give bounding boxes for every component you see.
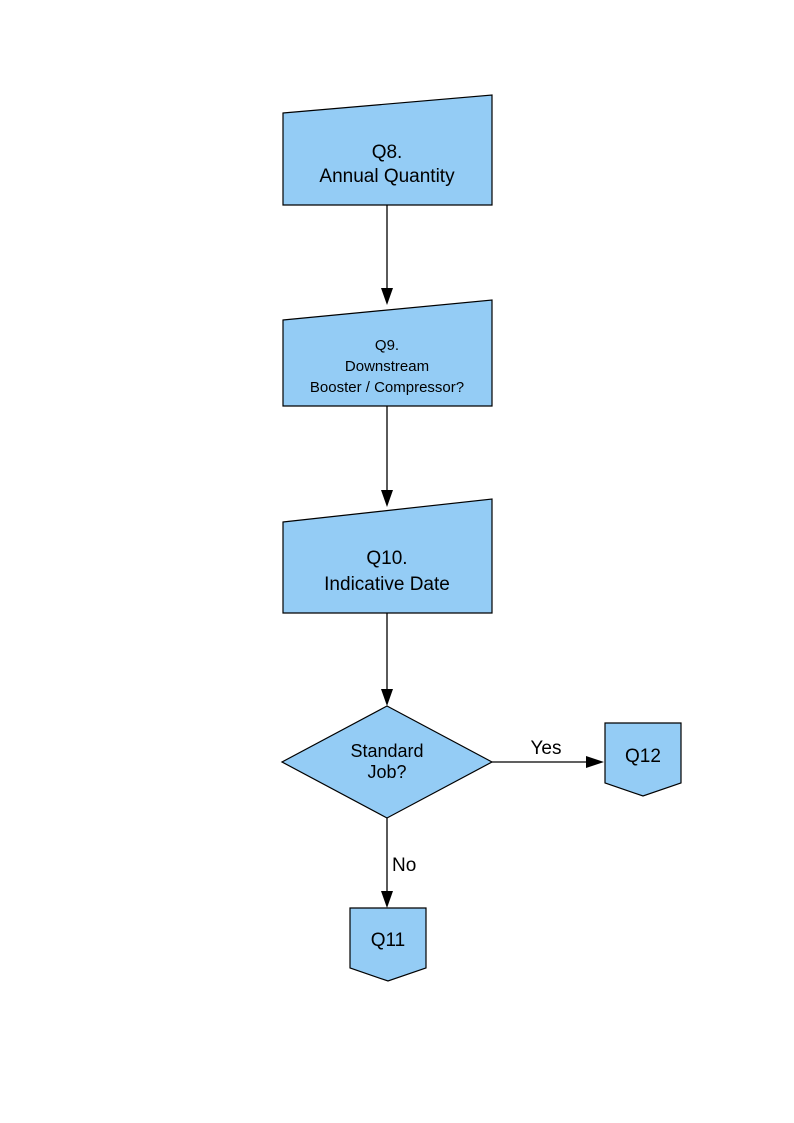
node-decision-line1: Standard	[350, 741, 423, 761]
node-decision-standard-job[interactable]: Standard Job?	[280, 705, 494, 819]
edge-label-yes: Yes	[531, 738, 562, 759]
node-q9-line3: Booster / Compressor?	[310, 379, 464, 396]
node-q11[interactable]: Q11	[349, 907, 427, 982]
edge-q10-to-decision-arrowhead	[381, 689, 393, 706]
edge-decision-to-q12: Yes	[492, 738, 604, 768]
edge-label-no: No	[392, 855, 416, 876]
edge-q8-to-q9-arrowhead	[381, 288, 393, 305]
node-q11-label: Q11	[371, 930, 406, 951]
node-q10-line2: Indicative Date	[324, 574, 450, 595]
edge-decision-to-q12-arrowhead	[586, 756, 604, 768]
node-q12-label: Q12	[625, 746, 661, 767]
node-q9-line2: Downstream	[345, 358, 429, 375]
node-q10-shape[interactable]	[282, 498, 493, 614]
node-q12[interactable]: Q12	[604, 722, 682, 797]
node-q9[interactable]: Q9. Downstream Booster / Compressor?	[282, 299, 493, 407]
edge-decision-to-q11: No	[381, 818, 416, 908]
node-q9-line1: Q9.	[375, 337, 399, 354]
edge-q9-to-q10	[381, 406, 393, 507]
node-q8[interactable]: Q8. Annual Quantity	[282, 94, 493, 206]
node-q10[interactable]: Q10. Indicative Date	[282, 498, 493, 614]
node-q8-shape[interactable]	[282, 94, 493, 206]
edge-q9-to-q10-arrowhead	[381, 490, 393, 507]
node-q11-shape[interactable]	[349, 907, 427, 982]
node-q8-line2: Annual Quantity	[319, 166, 455, 187]
edge-q8-to-q9	[381, 205, 393, 305]
node-q9-shape[interactable]	[282, 299, 493, 407]
edge-q10-to-decision	[381, 613, 393, 706]
node-q10-line1: Q10.	[366, 548, 407, 569]
node-decision-line2: Job?	[367, 762, 406, 782]
node-q8-line1: Q8.	[372, 142, 403, 163]
edge-decision-to-q11-arrowhead	[381, 891, 393, 908]
node-q12-shape[interactable]	[604, 722, 682, 797]
